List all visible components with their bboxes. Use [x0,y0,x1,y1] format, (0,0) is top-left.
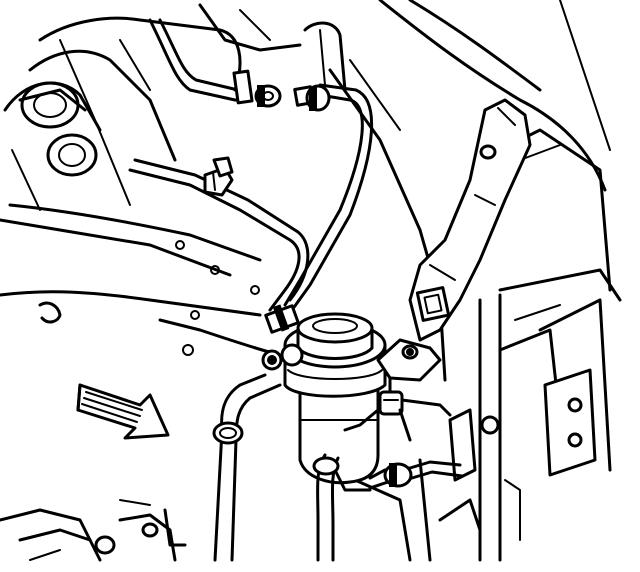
bracket-hole [479,144,497,160]
line-clips [203,156,234,197]
fuel-hose-lower [212,373,340,562]
fuel-filter-cap [283,312,387,369]
mounting-bracket [408,98,532,342]
filter-fittings [261,304,304,371]
lower-components [0,499,187,562]
fuel-return-line [333,338,464,492]
bracket-tab [415,286,451,322]
engine-block [0,3,347,277]
line-fittings [232,69,331,112]
direction-arrow-icon [76,383,170,440]
fuel-feed-line [128,18,374,312]
